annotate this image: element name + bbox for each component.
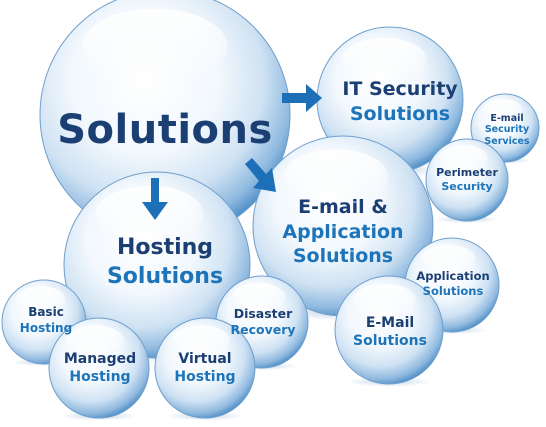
email-security-line3: Services xyxy=(484,135,530,147)
basic-line2: Hosting xyxy=(19,321,73,335)
virtual-line1: Virtual xyxy=(178,350,232,367)
email-security-services-label: E-mail Security Services xyxy=(472,106,542,154)
email-app-line1: E-mail & xyxy=(298,195,388,218)
email-app-line2: Application xyxy=(282,220,404,243)
it-security-bubble-label: IT Security Solutions xyxy=(330,72,470,132)
email-solutions-label: E-Mail Solutions xyxy=(340,312,440,352)
managed-line1: Managed xyxy=(63,350,137,367)
arrow-layer xyxy=(142,84,322,220)
hosting-line1: Hosting xyxy=(116,235,214,261)
arrow-down-icon xyxy=(142,178,168,220)
bubble-layer xyxy=(1,0,540,421)
email-solutions-sphere xyxy=(334,275,444,387)
managed-hosting-sphere xyxy=(48,317,150,421)
email-application-bubble-label: E-mail & Application Solutions xyxy=(268,190,418,274)
solutions-title: Solutions xyxy=(57,100,272,160)
arrow-right-icon xyxy=(282,84,322,112)
it-security-line2: Solutions xyxy=(349,103,451,125)
it-security-line1: IT Security xyxy=(342,78,458,101)
basic-line1: Basic xyxy=(28,304,64,319)
email-solutions-line2: Solutions xyxy=(353,333,427,349)
email-app-line3: Solutions xyxy=(292,245,394,268)
app-line1: Application xyxy=(416,269,490,284)
hosting-bubble-label: Hosting Solutions xyxy=(90,232,240,294)
app-line2: Solutions xyxy=(422,284,484,298)
email-security-line2: Security xyxy=(484,124,530,136)
perimeter-security-label: Perimeter Security xyxy=(426,162,508,198)
solutions-label: Solutions xyxy=(57,107,273,153)
virtual-hosting-label: Virtual Hosting xyxy=(158,346,252,390)
virtual-hosting-sphere xyxy=(154,317,256,421)
perimeter-line2: Security xyxy=(441,180,493,193)
disaster-recovery-label: Disaster Recovery xyxy=(216,302,310,342)
hosting-line2: Solutions xyxy=(106,264,224,289)
disaster-line1: Disaster xyxy=(233,305,293,321)
basic-hosting-label: Basic Hosting xyxy=(4,300,88,340)
hosting-sphere xyxy=(63,171,251,363)
virtual-line2: Hosting xyxy=(174,369,236,385)
arrow-diagonal-icon xyxy=(245,158,276,192)
application-solutions-label: Application Solutions xyxy=(408,266,498,302)
managed-hosting-label: Managed Hosting xyxy=(50,346,150,390)
email-solutions-line1: E-Mail xyxy=(365,314,415,331)
perimeter-line1: Perimeter xyxy=(436,165,498,179)
disaster-line2: Recovery xyxy=(230,322,296,337)
managed-line2: Hosting xyxy=(69,369,131,385)
perimeter-security-sphere xyxy=(425,138,509,224)
email-security-line1: E-mail xyxy=(490,112,524,124)
